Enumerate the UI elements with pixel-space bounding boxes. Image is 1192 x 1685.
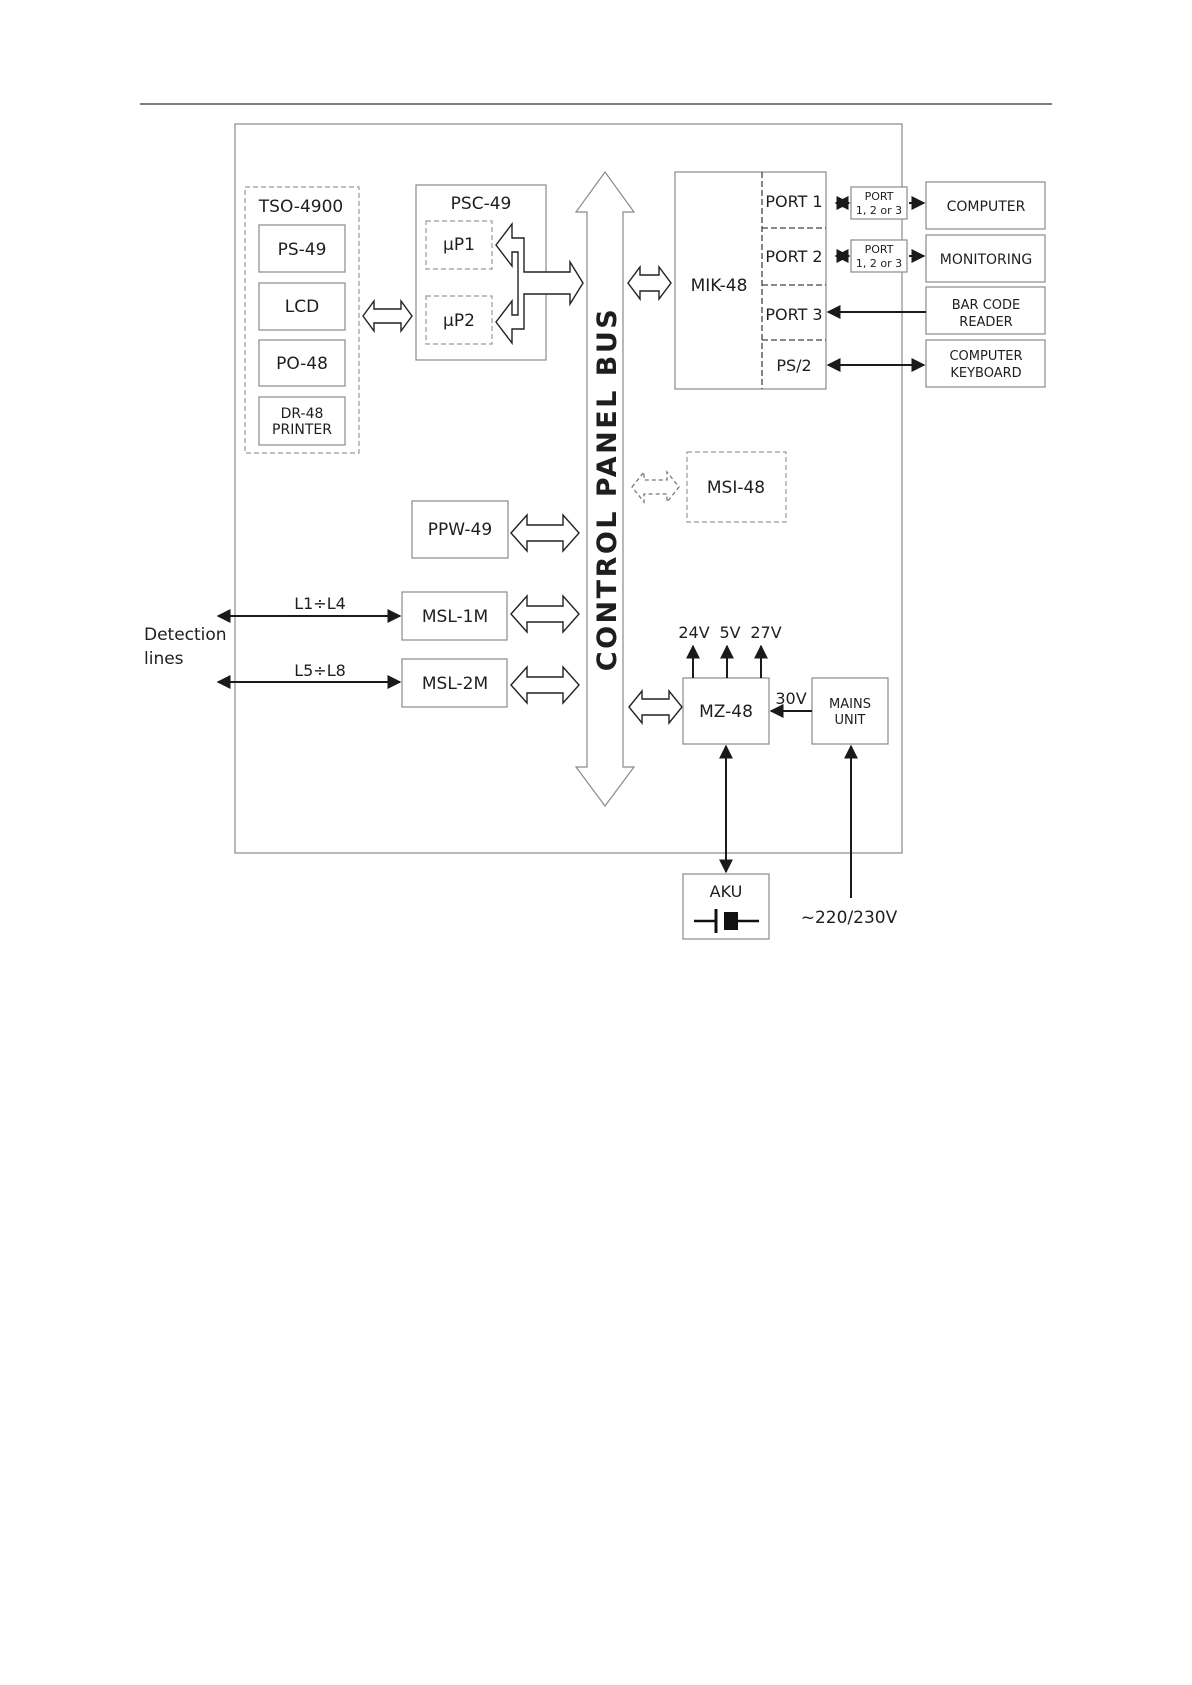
24v-label: 24V bbox=[678, 623, 709, 642]
port-1-label: PORT 1 bbox=[765, 192, 822, 211]
lines-label: lines bbox=[144, 649, 184, 669]
tso-4900-module: TSO-4900 PS-49 LCD PO-48 DR-48 PRINTER bbox=[245, 187, 359, 453]
port-selector-1: PORT 1, 2 or 3 bbox=[851, 187, 907, 219]
psc-49-module: PSC-49 µP1 µP2 bbox=[416, 185, 583, 360]
l1-l4-label: L1÷L4 bbox=[294, 594, 346, 613]
computer-label: COMPUTER bbox=[947, 199, 1026, 215]
bus-msi-link-arrow bbox=[632, 472, 679, 502]
msl2m-bus-link-arrow bbox=[511, 667, 579, 703]
mains-voltage-label: ~220/230V bbox=[801, 908, 898, 928]
msl1m-bus-link-arrow bbox=[511, 596, 579, 632]
mz-48-label: MZ-48 bbox=[699, 702, 753, 722]
po-48-label: PO-48 bbox=[276, 354, 328, 374]
mik-48-label: MIK-48 bbox=[691, 276, 748, 296]
tso-4900-label: TSO-4900 bbox=[258, 197, 343, 217]
ppw-49-label: PPW-49 bbox=[428, 520, 492, 540]
bus-mz-link-arrow bbox=[629, 691, 682, 723]
aku-label: AKU bbox=[710, 882, 743, 901]
detection-label: Detection bbox=[144, 625, 227, 645]
port-selector-1-line1: PORT bbox=[865, 190, 894, 203]
ppw-bus-link-arrow bbox=[511, 515, 579, 551]
port-selector-1-line2: 1, 2 or 3 bbox=[856, 204, 902, 217]
27v-label: 27V bbox=[750, 623, 781, 642]
lcd-label: LCD bbox=[285, 297, 319, 317]
control-panel-bus-label: CONTROL PANEL BUS bbox=[592, 307, 623, 671]
computer-keyboard-line2: KEYBOARD bbox=[950, 366, 1021, 381]
bus-mik-link-arrow bbox=[628, 267, 671, 299]
reader-label: READER bbox=[959, 315, 1012, 330]
bar-code-label: BAR CODE bbox=[952, 298, 1021, 313]
port-2-label: PORT 2 bbox=[765, 247, 822, 266]
unit-label: UNIT bbox=[834, 713, 865, 728]
msl-1m-label: MSL-1M bbox=[422, 607, 488, 627]
computer-keyboard-line1: COMPUTER bbox=[949, 349, 1022, 364]
l5-l8-label: L5÷L8 bbox=[294, 661, 346, 680]
port-3-label: PORT 3 bbox=[765, 305, 822, 324]
mains-label: MAINS bbox=[829, 697, 871, 712]
tso-psc-link-arrow bbox=[363, 301, 412, 331]
30v-label: 30V bbox=[775, 689, 806, 708]
port-selector-2-line1: PORT bbox=[865, 243, 894, 256]
psc-49-label: PSC-49 bbox=[451, 194, 512, 214]
printer-label: PRINTER bbox=[272, 422, 332, 438]
msl-2m-label: MSL-2M bbox=[422, 674, 488, 694]
ps-49-label: PS-49 bbox=[278, 240, 327, 260]
port-selector-2-line2: 1, 2 or 3 bbox=[856, 257, 902, 270]
monitoring-label: MONITORING bbox=[940, 252, 1032, 268]
dr-48-label: DR-48 bbox=[281, 406, 324, 422]
up1-label: µP1 bbox=[443, 235, 475, 255]
ps2-label: PS/2 bbox=[776, 356, 811, 375]
5v-label: 5V bbox=[719, 623, 740, 642]
up2-label: µP2 bbox=[443, 311, 475, 331]
msi-48-label: MSI-48 bbox=[707, 478, 765, 498]
port-selector-2: PORT 1, 2 or 3 bbox=[851, 240, 907, 272]
mik-48-module: MIK-48 PORT 1 PORT 2 PORT 3 PS/2 bbox=[675, 172, 826, 389]
